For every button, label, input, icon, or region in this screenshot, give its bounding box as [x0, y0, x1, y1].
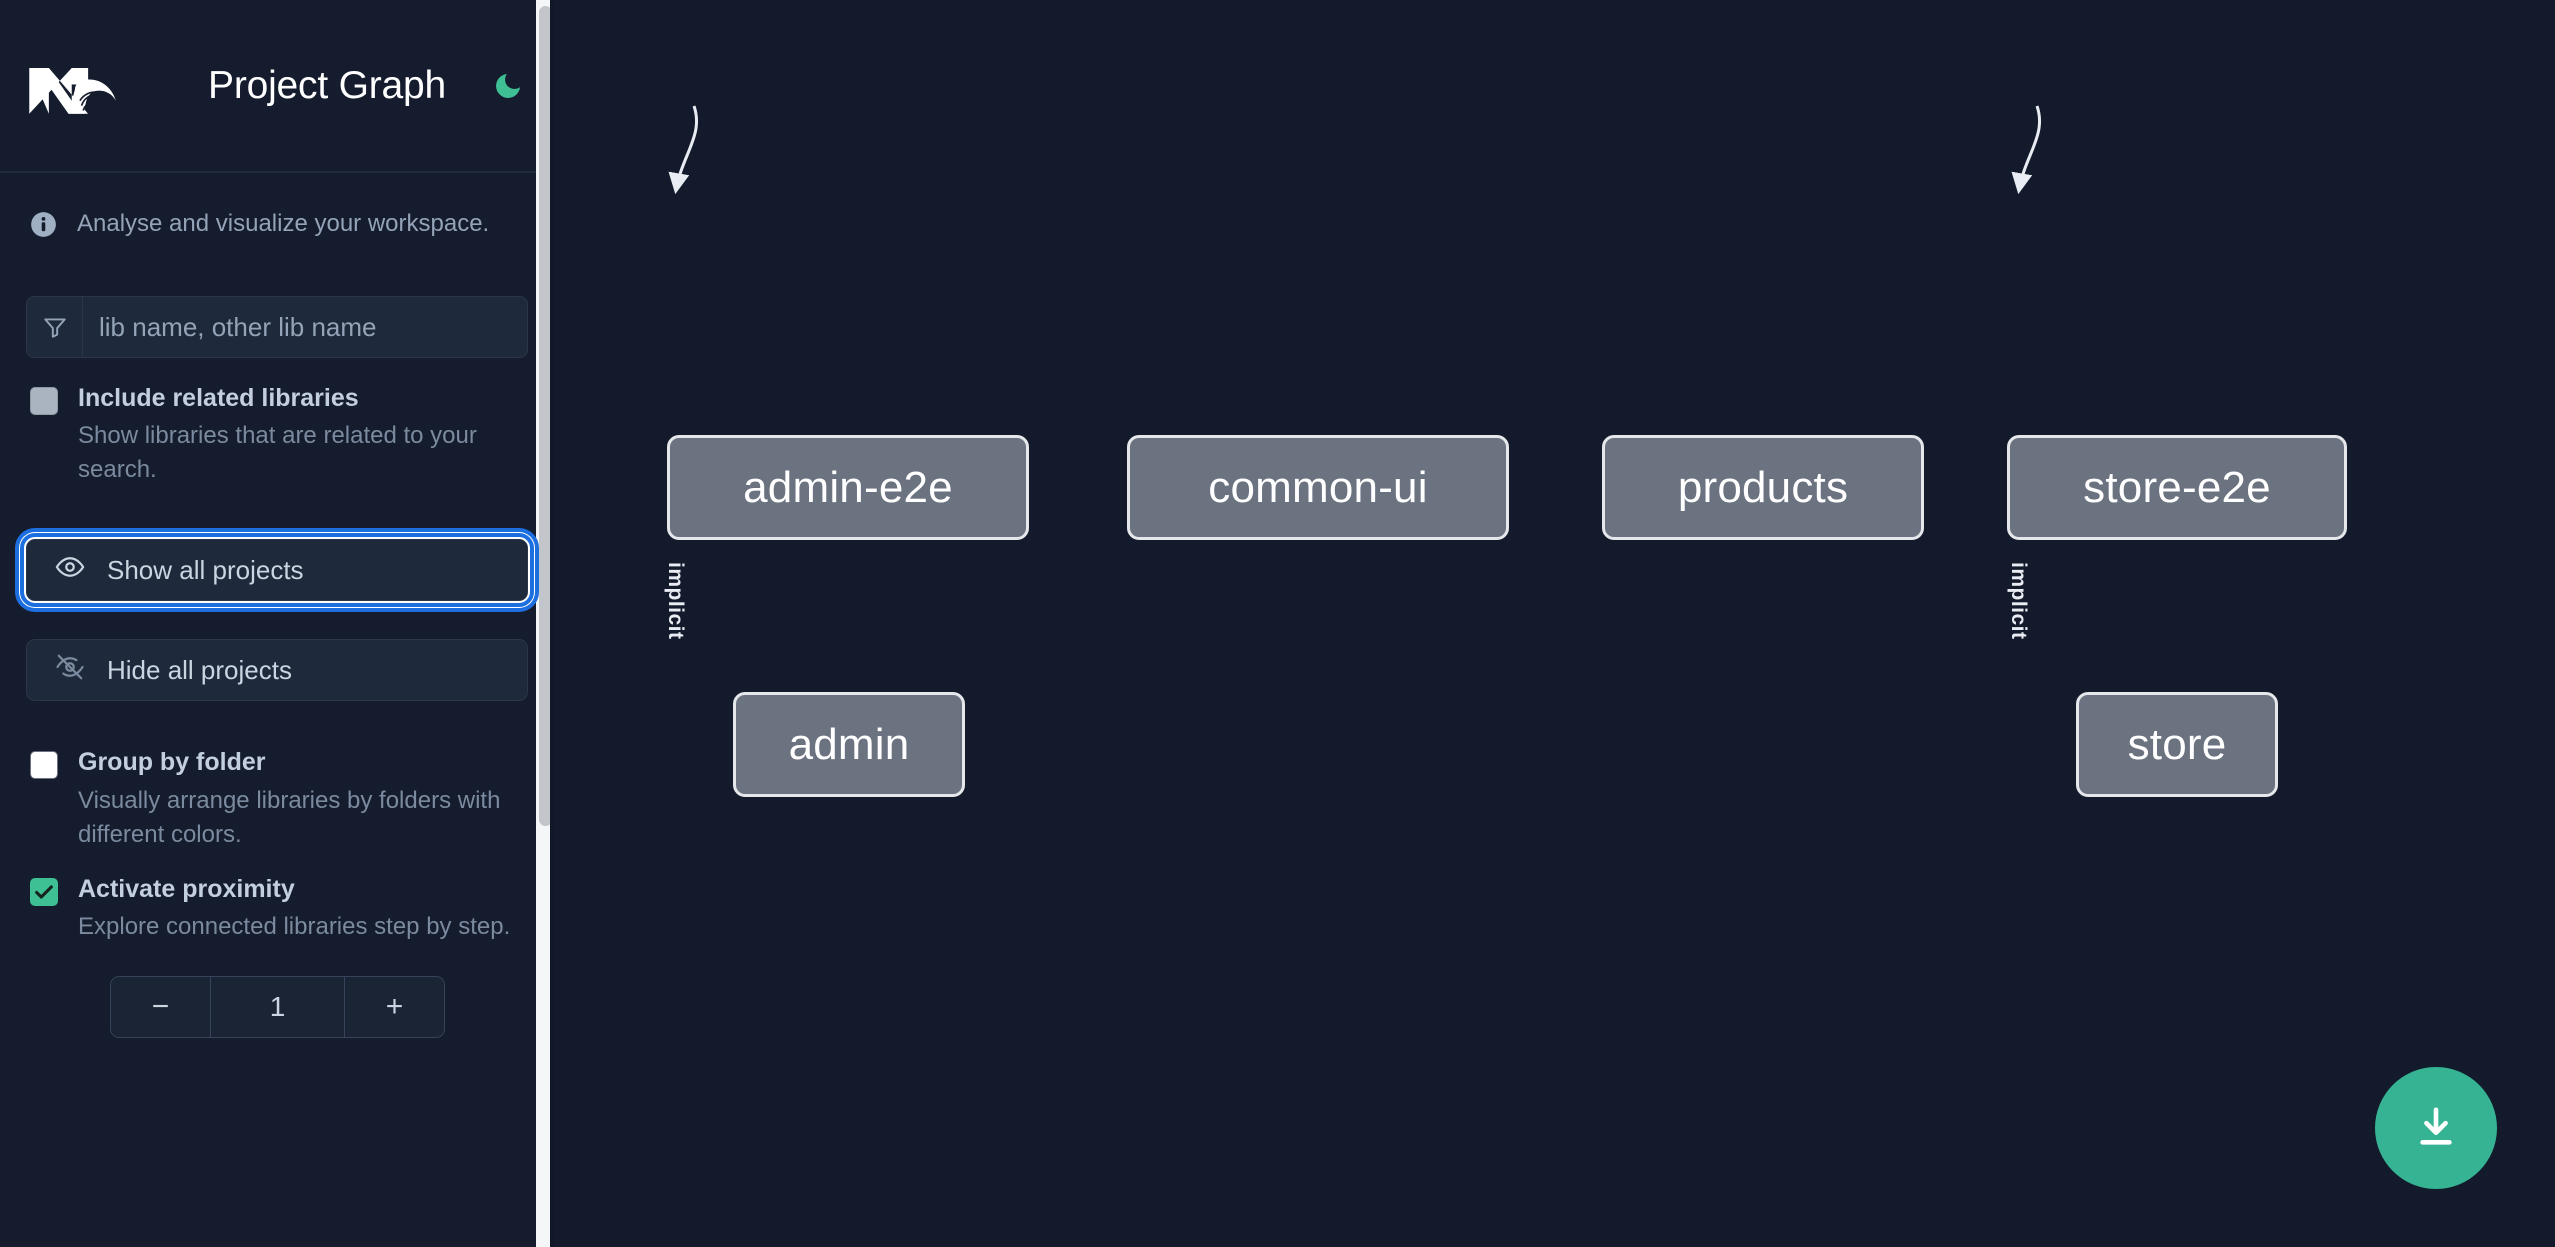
sidebar-divider [550, 0, 554, 1247]
hide-all-projects-button[interactable]: Hide all projects [26, 639, 528, 702]
proximity-increment-button[interactable]: + [344, 977, 444, 1038]
show-all-projects-label: Show all projects [107, 554, 304, 585]
sidebar: Project Graph Analyse and visualize your… [0, 0, 554, 1247]
sidebar-scrollbar-thumb[interactable] [539, 6, 552, 826]
graph-canvas[interactable]: admin-e2e common-ui products store-e2e a… [554, 0, 2555, 1247]
proximity-decrement-button[interactable]: − [111, 977, 211, 1038]
workspace-info-text: Analyse and visualize your workspace. [77, 210, 490, 237]
eye-icon [55, 552, 85, 589]
moon-icon[interactable] [488, 66, 528, 106]
search-input[interactable] [83, 297, 527, 357]
include-related-libraries-checkbox[interactable] [30, 387, 58, 415]
proximity-stepper[interactable]: − 1 + [110, 976, 445, 1039]
graph-node-admin[interactable]: admin [733, 692, 965, 797]
activate-proximity-description: Explore connected libraries step by step… [78, 913, 511, 941]
activate-proximity-label: Activate proximity [78, 874, 295, 903]
graph-node-admin-e2e[interactable]: admin-e2e [667, 435, 1029, 540]
sidebar-scrollbar-track[interactable] [536, 0, 554, 1247]
include-related-libraries-label: Include related libraries [78, 384, 359, 412]
option-group-by-folder[interactable]: Group by folder Visually arrange librari… [0, 701, 554, 851]
edge-store-e2e-to-store [2011, 105, 2042, 195]
option-include-related-libraries[interactable]: Include related libraries Show libraries… [0, 358, 554, 487]
edge-label-store-implicit: implicit [2007, 562, 2030, 640]
graph-edges [668, 105, 2042, 195]
group-by-folder-description: Visually arrange libraries by folders wi… [78, 786, 501, 848]
filter-funnel-icon [27, 297, 83, 357]
graph-node-common-ui[interactable]: common-ui [1127, 435, 1509, 540]
graph-node-products[interactable]: products [1602, 435, 1924, 540]
eye-off-icon [55, 652, 85, 689]
activate-proximity-checkbox[interactable] [30, 877, 58, 906]
group-by-folder-label: Group by folder [78, 748, 266, 777]
sidebar-header: Project Graph [0, 0, 554, 173]
option-activate-proximity[interactable]: Activate proximity Explore connected lib… [0, 852, 554, 944]
workspace-info: Analyse and visualize your workspace. [0, 173, 554, 238]
page-title: Project Graph [208, 63, 447, 107]
group-by-folder-checkbox[interactable] [30, 751, 58, 780]
download-graph-button[interactable] [2375, 1067, 2497, 1189]
graph-node-store-e2e[interactable]: store-e2e [2007, 435, 2347, 540]
edge-label-admin-implicit: implicit [664, 562, 687, 640]
show-all-projects-button[interactable]: Show all projects [20, 533, 534, 608]
proximity-value: 1 [211, 977, 344, 1038]
filter-search-box[interactable] [26, 296, 528, 358]
download-icon [2413, 1104, 2459, 1153]
nx-logo-icon [26, 53, 124, 119]
hide-all-projects-label: Hide all projects [107, 654, 292, 685]
graph-node-store[interactable]: store [2076, 692, 2278, 797]
include-related-libraries-description: Show libraries that are related to your … [78, 422, 477, 484]
info-icon [30, 211, 57, 238]
edge-admin-e2e-to-admin [668, 105, 699, 195]
